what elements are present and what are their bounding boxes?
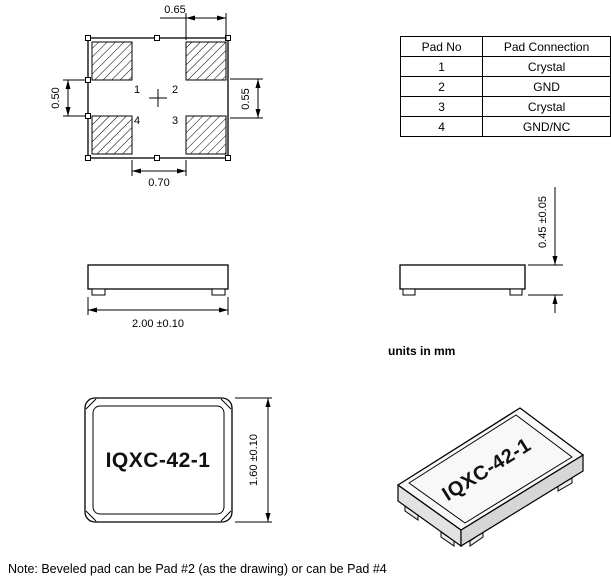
table-header-row: Pad No Pad Connection (399, 36, 611, 57)
side-view-height-package (399, 264, 526, 296)
marking-view-package (84, 397, 233, 523)
pad-4-hatched (91, 115, 133, 155)
side-foot-left (402, 288, 416, 296)
table-row: 3 Crystal (399, 96, 611, 117)
part-number-marking: IQXC-42-1 (106, 449, 211, 472)
side-view-front-drawing: 2.00 ±0.10 (87, 264, 229, 330)
table-row: 1 Crystal (399, 56, 611, 77)
pad-no-cell: 2 (399, 76, 484, 97)
iso-lid-outline (408, 414, 573, 524)
dimension-top (160, 13, 227, 40)
side-body (87, 264, 229, 290)
pad-3-hatched (185, 115, 227, 155)
side-foot-right (211, 288, 226, 296)
dimension-bottom (131, 160, 187, 176)
center-crosshair (149, 89, 167, 107)
side-body (399, 264, 526, 290)
dimension-width (87, 297, 229, 315)
side-foot-right (509, 288, 523, 296)
dim-body-height-label: 1.60 ±0.10 (248, 434, 260, 486)
dimension-left (63, 79, 86, 117)
dimension-right (230, 78, 263, 119)
col-header-connection: Pad Connection (482, 36, 611, 57)
package-inner-outline (92, 405, 225, 515)
pad-connection-table: Pad No Pad Connection 1 Crystal 2 GND 3 … (399, 36, 611, 137)
top-view-package-body (85, 35, 231, 161)
col-header-pad-no: Pad No (399, 36, 484, 57)
dimension-body-height (235, 397, 272, 523)
iso-top-face (397, 407, 584, 531)
pad-1-hatched (91, 41, 133, 81)
side-view-front-package (87, 264, 229, 296)
dim-right-label: 0.55 (240, 88, 252, 109)
dim-top-label: 0.65 (164, 4, 185, 16)
dimension-height (528, 187, 563, 313)
table-row: 4 GND/NC (399, 116, 611, 137)
corner-castellations (85, 35, 231, 161)
pad-no-cell: 4 (399, 116, 484, 137)
corner-chamfer-marks (85, 398, 232, 522)
units-label: units in mm (388, 344, 456, 358)
datum-markers (85, 35, 160, 161)
side-view-height-drawing: 0.45 ±0.05 (399, 187, 563, 313)
table-row: 2 GND (399, 76, 611, 97)
bevel-note: Note: Beveled pad can be Pad #2 (as the … (8, 562, 387, 576)
dim-bottom-label: 0.70 (148, 177, 169, 189)
pad-4-number: 4 (134, 115, 140, 127)
dim-height-label: 0.45 ±0.05 (537, 196, 549, 248)
connection-cell: GND/NC (482, 116, 611, 137)
connection-cell: Crystal (482, 96, 611, 117)
isometric-view-drawing: IQXC-42-1 (397, 407, 584, 548)
pad-no-cell: 3 (399, 96, 484, 117)
pad-2-hatched (185, 41, 227, 81)
marking-view-drawing: IQXC-42-1 1.60 ±0.10 (84, 397, 272, 523)
dim-left-label: 0.50 (50, 87, 62, 108)
side-foot-left (91, 288, 106, 296)
pad-no-cell: 1 (399, 56, 484, 77)
pad-3-number: 3 (172, 115, 178, 127)
top-view-drawing: 0.65 0.70 0.50 0.55 1 (50, 4, 263, 189)
connection-cell: Crystal (482, 56, 611, 77)
dim-width-label: 2.00 ±0.10 (132, 318, 184, 330)
pad-1-number: 1 (134, 84, 140, 96)
pad-2-number: 2 (172, 84, 178, 96)
connection-cell: GND (482, 76, 611, 97)
